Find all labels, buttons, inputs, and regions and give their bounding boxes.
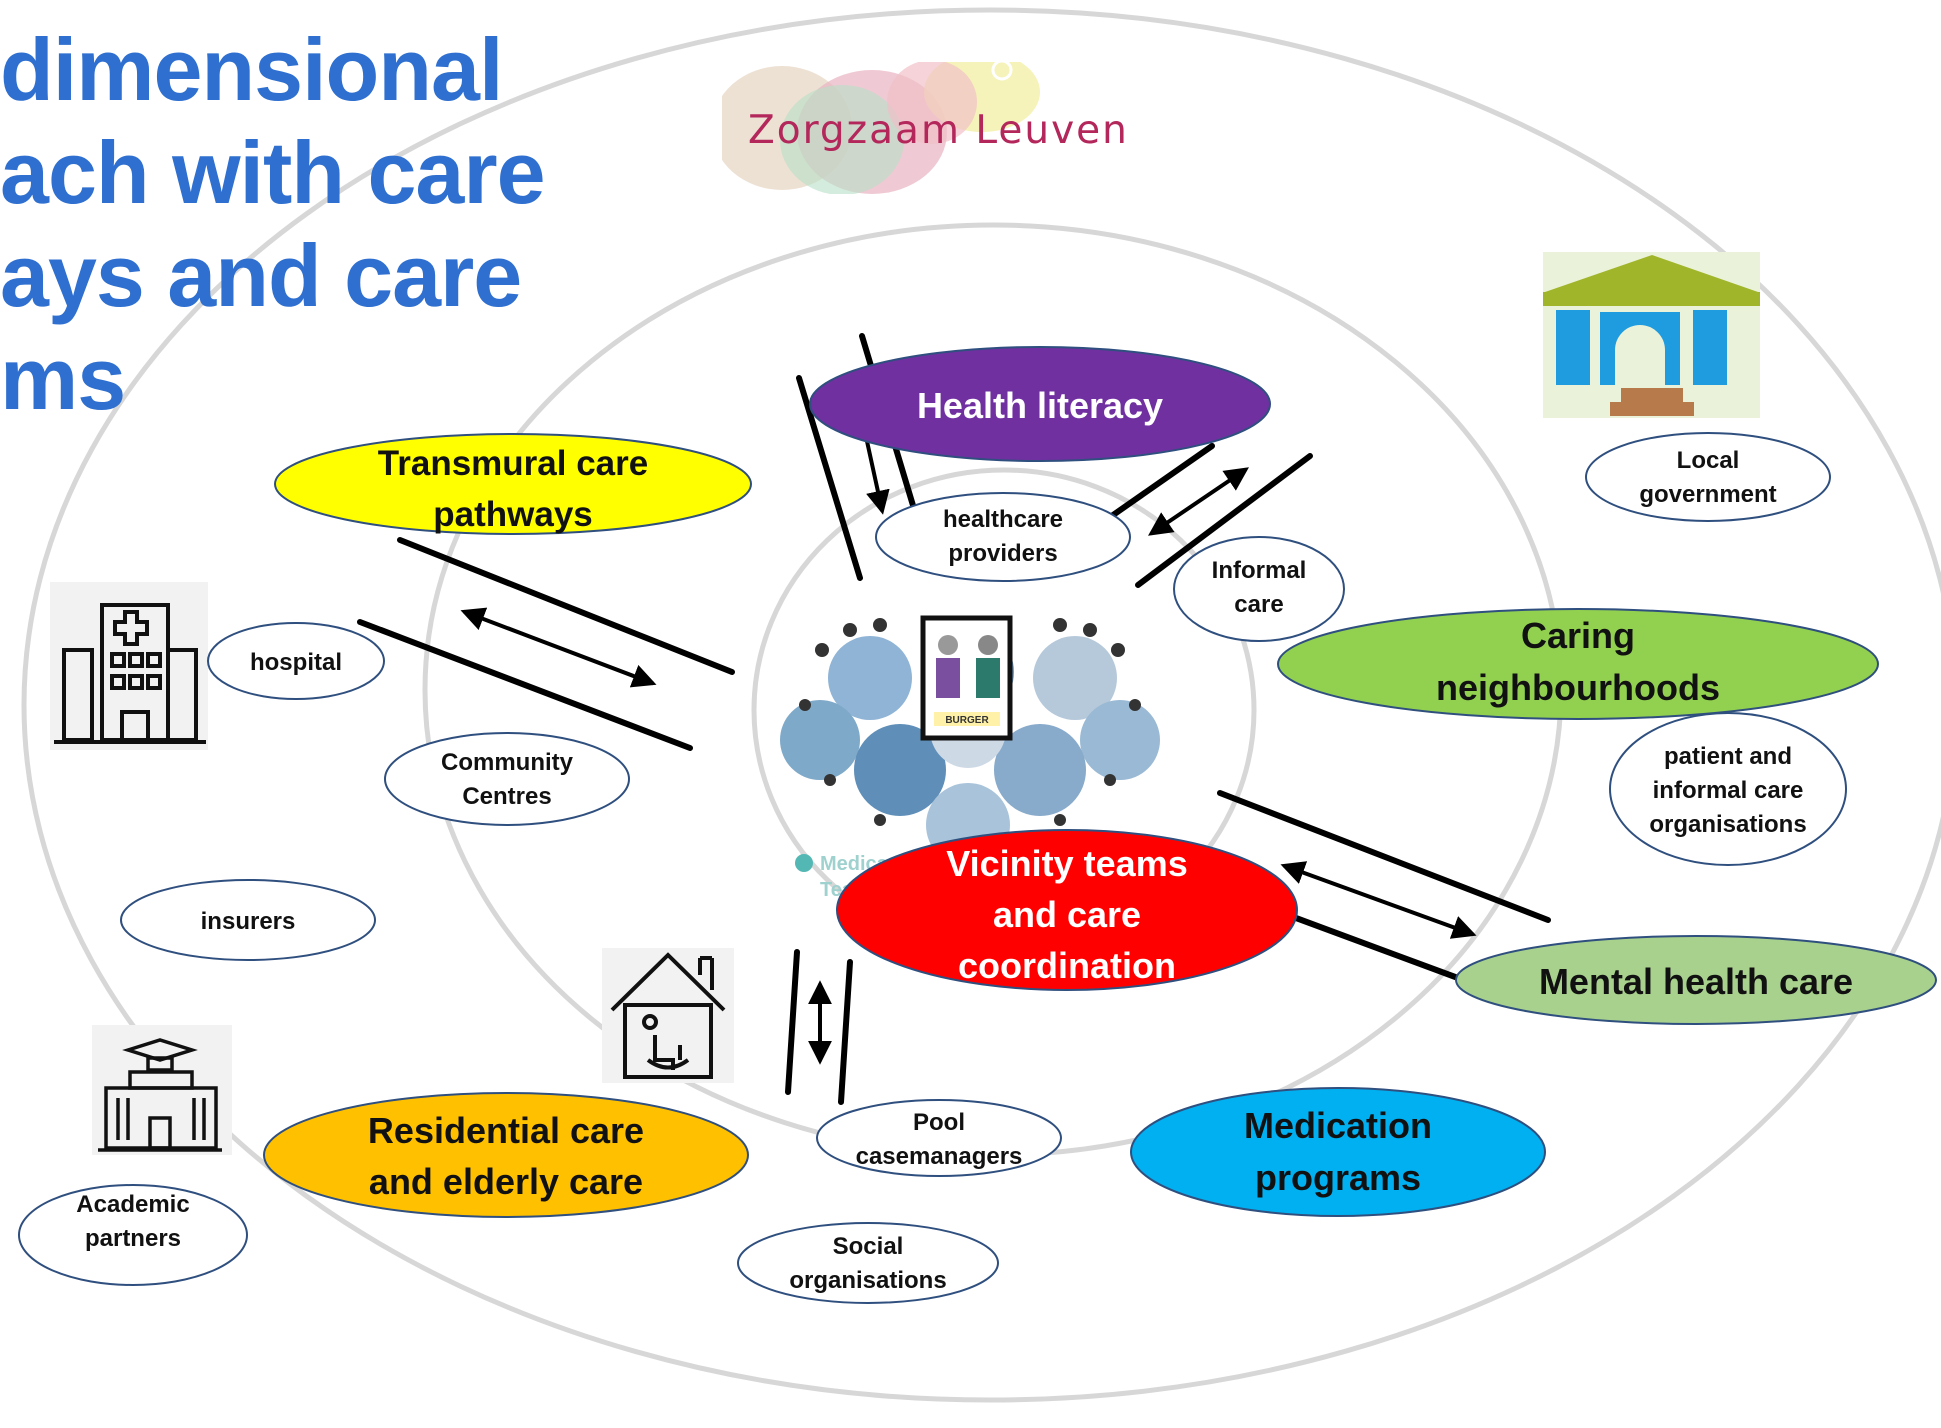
svg-text:healthcare: healthcare — [943, 506, 1063, 533]
title-line: ms — [0, 329, 126, 428]
hospital-icon — [50, 582, 208, 750]
zorgzaam-leuven-logo: Zorgzaam Leuven — [722, 62, 1198, 194]
svg-text:Local: Local — [1677, 447, 1740, 474]
svg-text:care: care — [1234, 591, 1283, 618]
svg-text:Medication: Medication — [1244, 1105, 1432, 1146]
center-badge-label: BURGER — [945, 715, 989, 726]
svg-text:Pool: Pool — [913, 1109, 965, 1136]
svg-text:organisations: organisations — [1649, 811, 1806, 838]
theme-transmural-care-pathways: Transmural care pathways — [274, 433, 752, 535]
svg-text:patient and: patient and — [1664, 743, 1792, 770]
theme-vicinity-teams: Vicinity teams and care coordination — [836, 829, 1298, 991]
svg-text:hospital: hospital — [250, 649, 342, 676]
svg-text:and elderly care: and elderly care — [369, 1161, 643, 1202]
svg-text:Mental health care: Mental health care — [1539, 961, 1853, 1002]
actor-community-centres: Community Centres — [384, 732, 630, 826]
actor-social-organisations: Social organisations — [737, 1222, 999, 1304]
svg-text:Caring: Caring — [1521, 615, 1635, 656]
svg-text:Informal: Informal — [1212, 557, 1307, 584]
svg-text:organisations: organisations — [789, 1267, 946, 1294]
svg-text:Centres: Centres — [462, 783, 551, 810]
theme-medication-programs: Medication programs — [1130, 1087, 1546, 1217]
svg-text:coordination: coordination — [958, 945, 1176, 986]
title-line: dimensional — [0, 20, 503, 119]
title-line: ays and care — [0, 226, 522, 325]
svg-text:Residential care: Residential care — [368, 1110, 644, 1151]
svg-text:casemanagers: casemanagers — [856, 1143, 1023, 1170]
government-building-icon — [1543, 252, 1760, 418]
actor-informal-care: Informal care — [1173, 536, 1345, 642]
actor-academic-partners: Academic partners — [18, 1184, 248, 1286]
nursing-home-icon — [602, 948, 734, 1083]
outer-ring — [21, 7, 1941, 1403]
svg-text:partners: partners — [85, 1225, 181, 1252]
svg-text:and care: and care — [993, 894, 1141, 935]
svg-text:Social: Social — [833, 1233, 904, 1260]
svg-text:Academic: Academic — [76, 1191, 189, 1218]
theme-mental-health-care: Mental health care — [1455, 935, 1937, 1025]
title-line: ach with care — [0, 123, 546, 222]
theme-caring-neighbourhoods: Caring neighbourhoods — [1277, 608, 1879, 720]
svg-text:government: government — [1639, 481, 1776, 508]
actor-hospital: hospital — [207, 622, 385, 700]
actor-local-government: Local government — [1585, 432, 1831, 522]
actor-patient-organisations: patient and informal care organisations — [1609, 712, 1847, 866]
svg-text:pathways: pathways — [433, 495, 593, 534]
page-title: dimensional ach with care ays and care m… — [0, 18, 546, 430]
logo-text: Zorgzaam Leuven — [748, 108, 1129, 153]
svg-text:informal care: informal care — [1653, 777, 1804, 804]
theme-health-literacy: Health literacy — [809, 346, 1271, 462]
svg-text:Community: Community — [441, 749, 574, 776]
actor-healthcare-providers: healthcare providers — [875, 492, 1131, 582]
svg-text:Health literacy: Health literacy — [917, 385, 1163, 426]
svg-text:Transmural care: Transmural care — [378, 444, 648, 483]
svg-text:neighbourhoods: neighbourhoods — [1436, 667, 1720, 708]
academic-building-icon — [92, 1025, 232, 1155]
actor-insurers: insurers — [120, 879, 376, 961]
plus-icon — [795, 854, 813, 872]
citizens-crowd-icon: BURGER — [780, 615, 1160, 867]
svg-text:programs: programs — [1255, 1157, 1421, 1198]
svg-text:providers: providers — [948, 540, 1057, 567]
theme-residential-elderly-care: Residential care and elderly care — [263, 1092, 749, 1218]
svg-text:Vicinity teams: Vicinity teams — [946, 843, 1187, 884]
svg-text:insurers: insurers — [201, 908, 296, 935]
actor-pool-casemanagers: Pool casemanagers — [816, 1099, 1062, 1177]
